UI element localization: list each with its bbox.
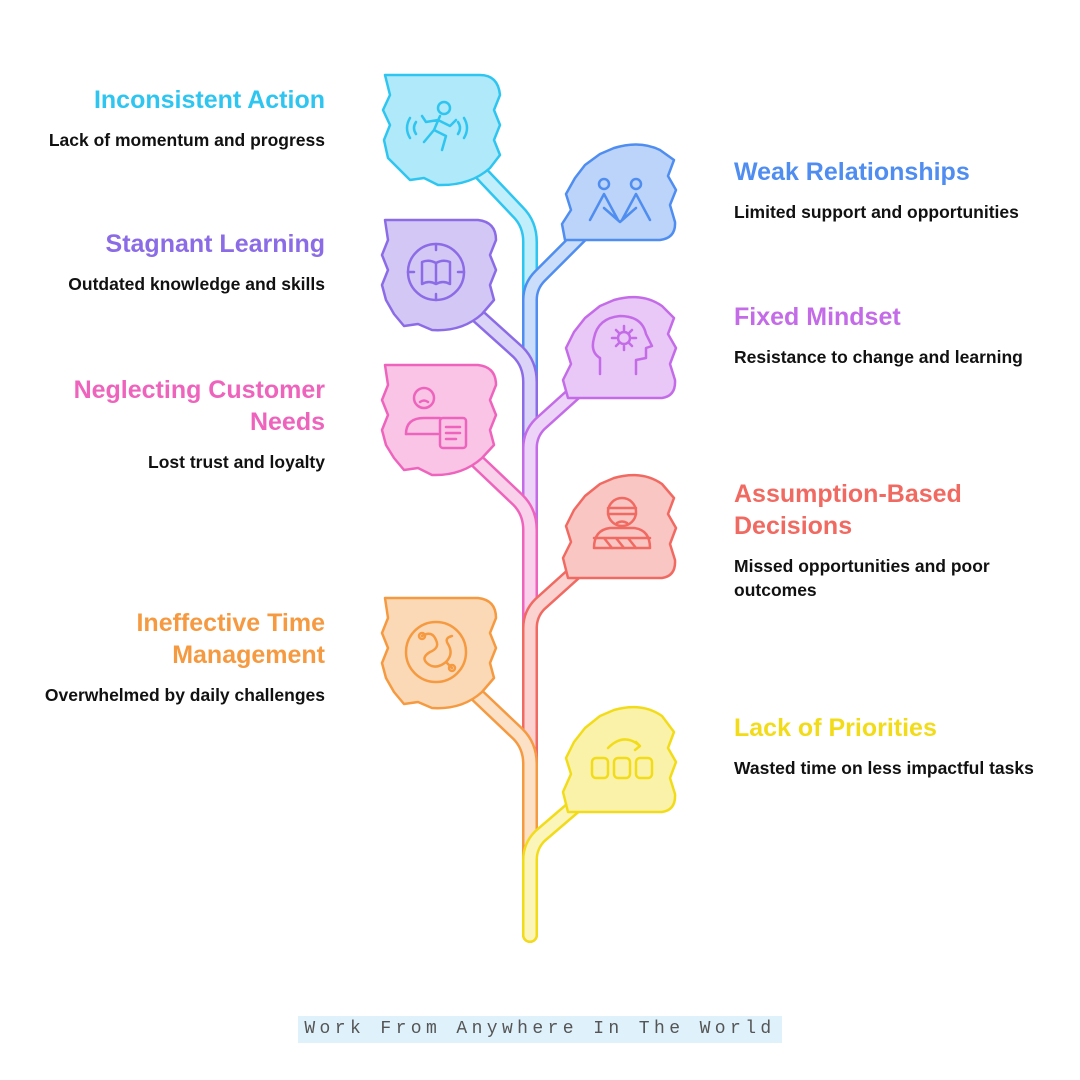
branch-fill xyxy=(524,794,588,941)
item-description: Wasted time on less impactful tasks xyxy=(734,758,1034,778)
item-title: Stagnant Learning xyxy=(105,230,325,258)
people-group-icon xyxy=(588,177,652,224)
leaf-fixed-mindset xyxy=(561,295,678,400)
item-title: Ineffective Time Management xyxy=(136,609,325,669)
tree-branches xyxy=(470,164,590,943)
item-title: Assumption-Based Decisions xyxy=(734,480,962,540)
branch-fill xyxy=(524,228,588,426)
reorder-boxes-icon xyxy=(590,738,654,780)
sad-customer-icon xyxy=(404,386,468,450)
head-gear-icon xyxy=(591,314,654,376)
item-stagnant-learning: Stagnant Learning Outdated knowledge and… xyxy=(20,228,325,296)
leaf-lack-of-priorities xyxy=(561,705,678,814)
item-inconsistent-action: Inconsistent Action Lack of momentum and… xyxy=(20,84,325,152)
item-lack-of-priorities: Lack of Priorities Wasted time on less i… xyxy=(734,712,1034,780)
branch-fill xyxy=(474,166,536,426)
book-clock-icon xyxy=(406,242,466,302)
item-title: Lack of Priorities xyxy=(734,714,937,742)
branch-fill xyxy=(524,562,586,866)
item-description: Lost trust and loyalty xyxy=(148,452,325,472)
item-title: Fixed Mindset xyxy=(734,303,901,331)
item-neglecting-customer-needs: Neglecting Customer Needs Lost trust and… xyxy=(20,374,325,474)
leaf-stagnant-learning xyxy=(380,218,498,332)
item-fixed-mindset: Fixed Mindset Resistance to change and l… xyxy=(734,301,1064,369)
branch-fill xyxy=(472,310,536,566)
leaf-inconsistent-action xyxy=(381,73,502,187)
item-ineffective-time-management: Ineffective Time Management Overwhelmed … xyxy=(20,607,325,707)
branch-fill xyxy=(472,456,536,766)
leaf-ineffective-time-management xyxy=(380,596,498,710)
footer-banner: Work From Anywhere In The World xyxy=(298,1016,782,1043)
tangled-path-icon xyxy=(404,620,468,684)
item-title: Weak Relationships xyxy=(734,158,970,186)
item-description: Lack of momentum and progress xyxy=(48,130,325,150)
leaf-assumption-based-decisions xyxy=(561,473,678,580)
item-assumption-based-decisions: Assumption-Based Decisions Missed opport… xyxy=(734,478,1034,602)
blindfolded-person-icon xyxy=(592,496,652,550)
item-title: Inconsistent Action xyxy=(93,86,325,114)
leaf-weak-relationships xyxy=(560,143,678,242)
item-description: Overwhelmed by daily challenges xyxy=(44,685,325,705)
item-description: Resistance to change and learning xyxy=(734,347,1023,367)
branch-fill xyxy=(524,382,586,706)
item-description: Limited support and opportunities xyxy=(734,202,1019,222)
running-person-icon xyxy=(405,100,469,152)
leaf-neglecting-customer-needs xyxy=(380,363,498,477)
branch-fill xyxy=(472,690,536,941)
item-title: Neglecting Customer Needs xyxy=(73,376,325,436)
item-description: Outdated knowledge and skills xyxy=(68,274,325,294)
item-weak-relationships: Weak Relationships Limited support and o… xyxy=(734,156,1064,224)
item-description: Missed opportunities and poor outcomes xyxy=(734,556,990,600)
